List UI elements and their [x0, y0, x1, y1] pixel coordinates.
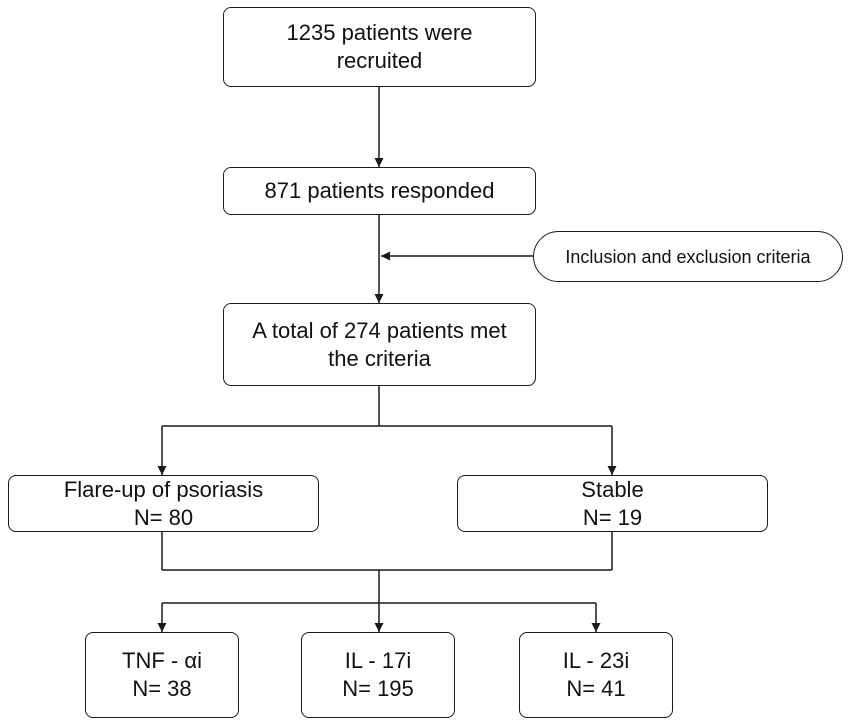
- flare-up-label: Flare-up of psoriasis: [63, 476, 264, 502]
- criteria-note-line1: Inclusion and exclusion criteria: [565, 246, 811, 267]
- met-criteria-line2: the criteria: [328, 345, 431, 371]
- tnf-count: N= 38: [132, 676, 192, 701]
- il23-label: IL - 23i: [562, 648, 630, 673]
- stable-count: N= 19: [582, 504, 643, 530]
- stable-box: Stable N= 19: [457, 475, 768, 532]
- met-criteria-box: A total of 274 patients met the criteria: [223, 303, 536, 386]
- il23-box: IL - 23i N= 41: [519, 632, 673, 718]
- met-criteria-line1: A total of 274 patients met: [252, 317, 507, 343]
- tnf-box: TNF - αi N= 38: [85, 632, 239, 718]
- criteria-note-pill: Inclusion and exclusion criteria: [533, 231, 843, 282]
- responded-box: 871 patients responded: [223, 167, 536, 215]
- il17-label: IL - 17i: [344, 648, 412, 673]
- recruited-line2: recruited: [336, 48, 423, 73]
- tnf-label: TNF - αi: [122, 648, 202, 673]
- flare-up-count: N= 80: [133, 504, 194, 530]
- responded-line1: 871 patients responded: [264, 178, 495, 203]
- stable-label: Stable: [581, 476, 644, 502]
- il17-box: IL - 17i N= 195: [301, 632, 455, 718]
- recruited-box: 1235 patients were recruited: [223, 7, 536, 87]
- il23-count: N= 41: [566, 676, 626, 701]
- recruited-line1: 1235 patients were: [286, 20, 473, 45]
- flare-up-box: Flare-up of psoriasis N= 80: [8, 475, 319, 532]
- il17-count: N= 195: [342, 676, 414, 701]
